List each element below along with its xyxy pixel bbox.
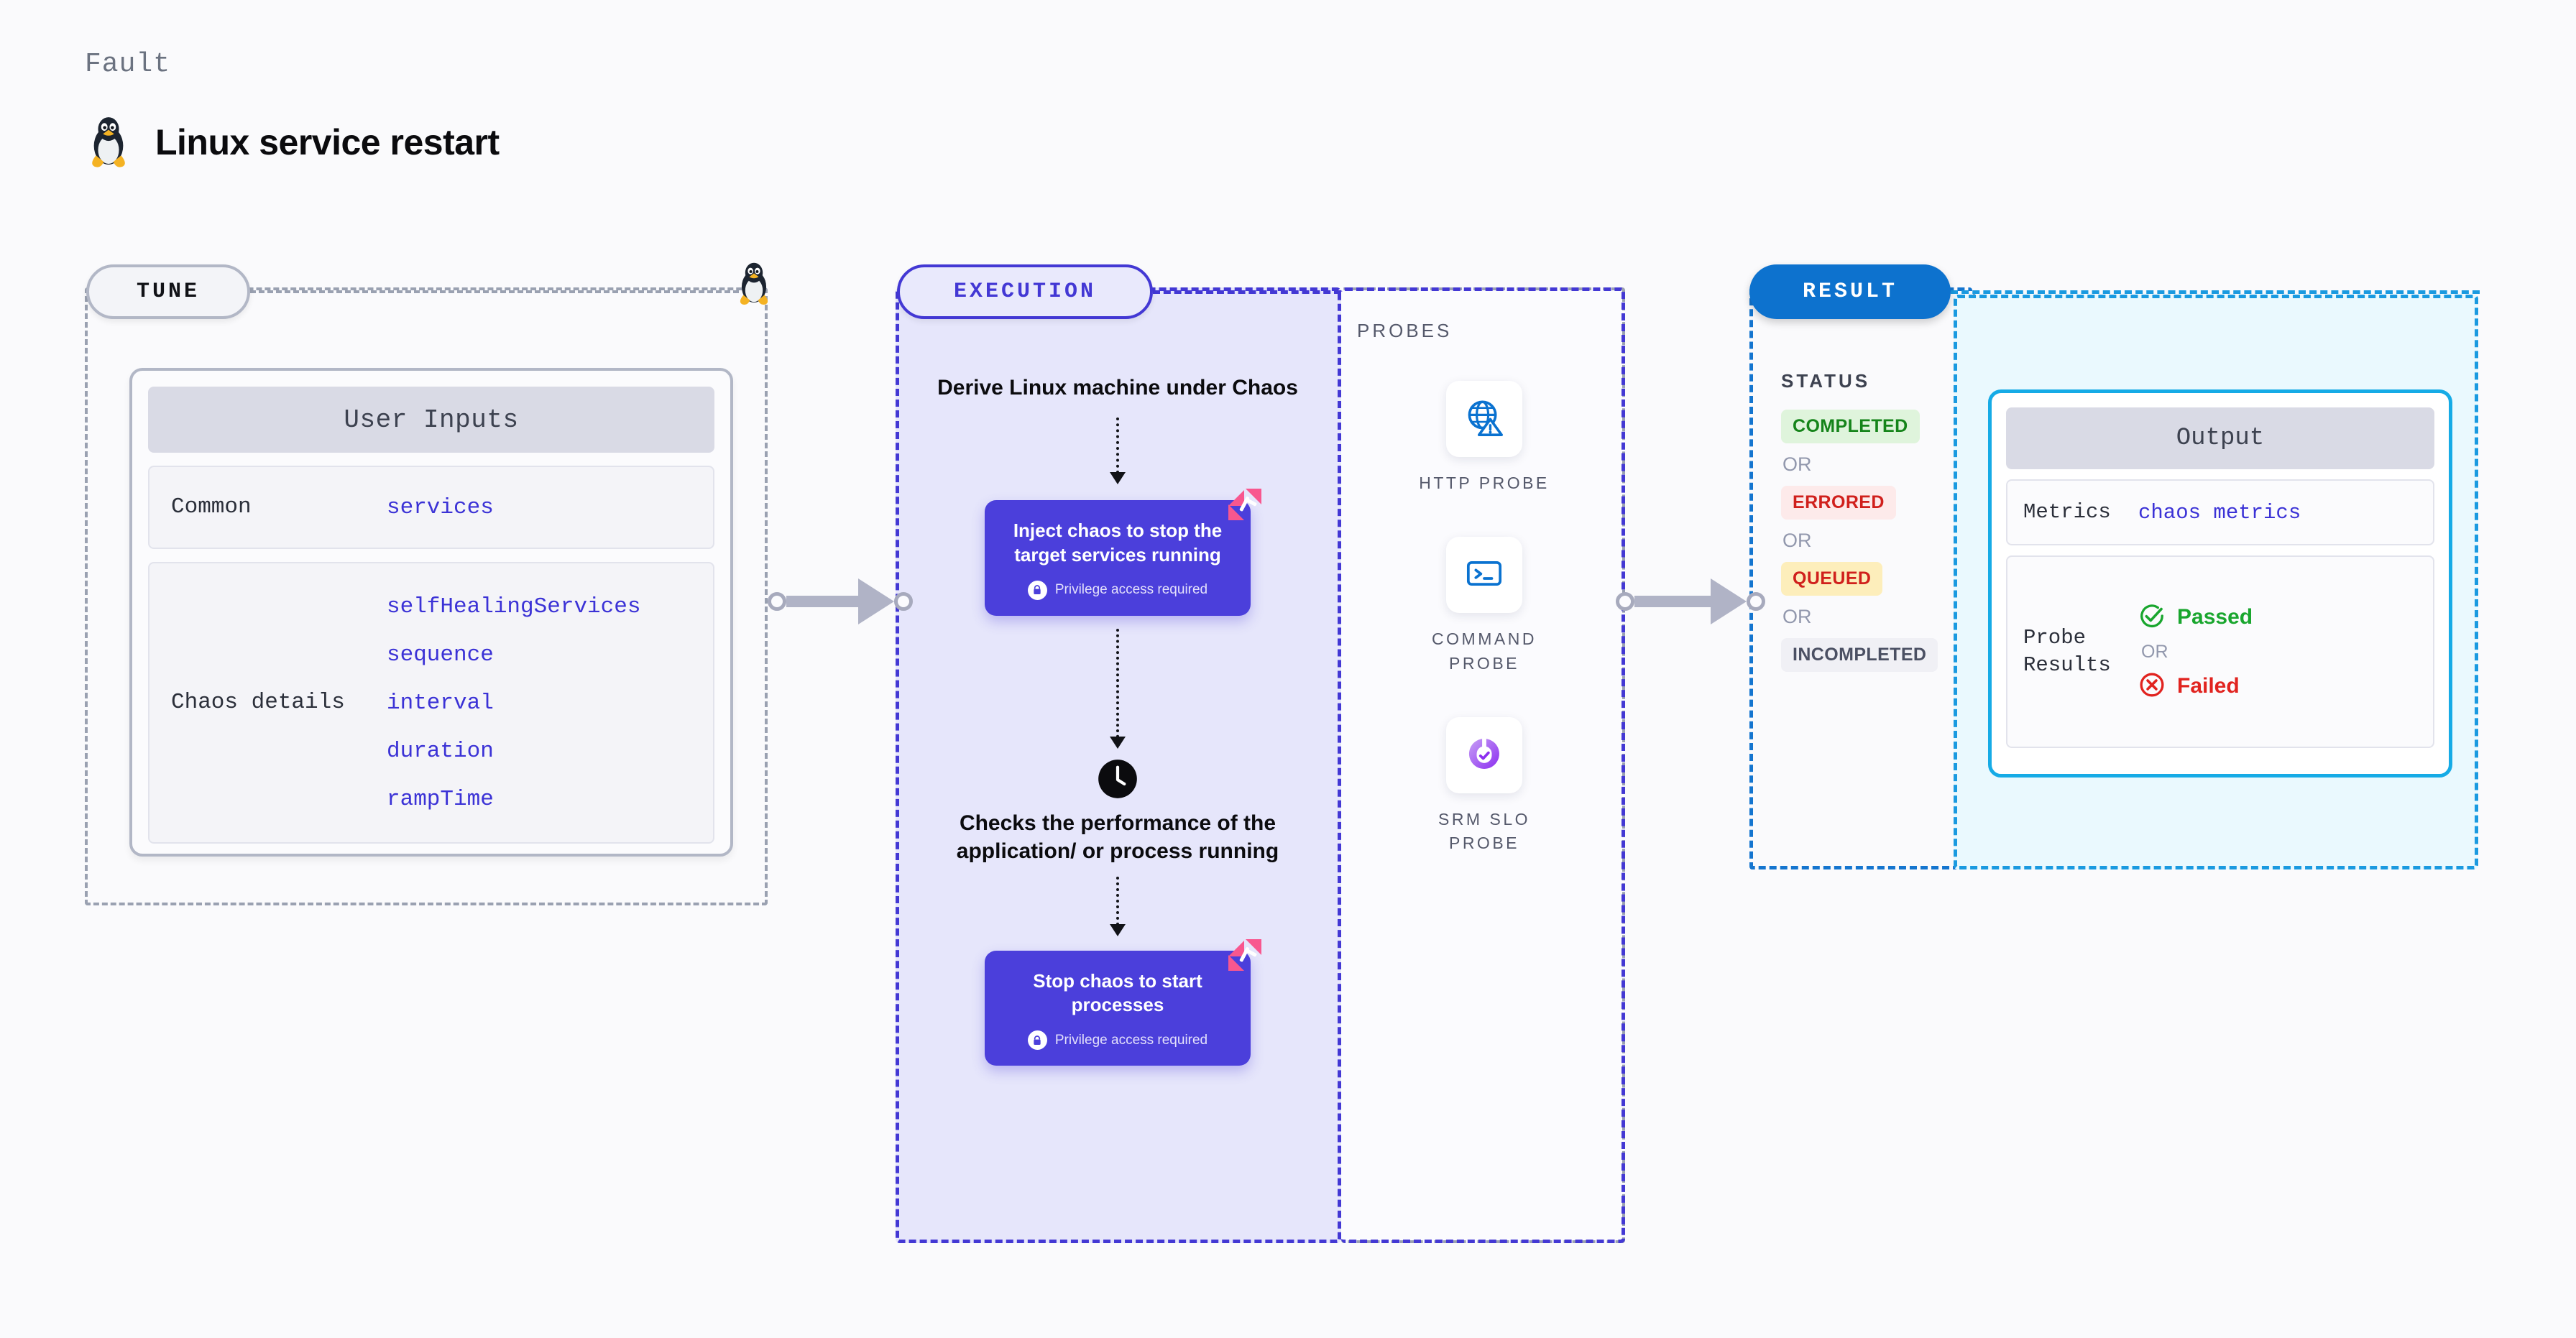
probe-item-http[interactable]: HTTP PROBE <box>1419 381 1550 495</box>
page-title: Linux service restart <box>155 122 500 162</box>
output-row-metrics: Metrics chaos metrics <box>2006 479 2434 545</box>
execution-node-subtitle: Privilege access required <box>1000 1030 1235 1051</box>
lock-icon <box>1027 1030 1047 1051</box>
lock-icon <box>1027 580 1047 600</box>
output-title: Output <box>2006 407 2434 469</box>
tune-value-selfhealingservices[interactable]: selfHealingServices <box>387 594 641 619</box>
tune-row-values: selfHealingServices sequence interval du… <box>387 594 640 812</box>
harness-logo-icon <box>1227 487 1263 523</box>
execution-node-title: Inject chaos to stop the target services… <box>1013 520 1223 566</box>
flow-arrow-tip <box>1110 472 1126 484</box>
arrow-tune-to-execution <box>768 578 913 624</box>
flow-arrow <box>1110 628 1126 749</box>
tune-value-sequence[interactable]: sequence <box>387 642 494 668</box>
globe-alert-icon <box>1463 397 1505 442</box>
privilege-text: Privilege access required <box>1054 582 1208 598</box>
tune-leader-line <box>250 290 739 293</box>
page-title-row: Linux service restart <box>86 115 500 170</box>
status-badge-incompleted: INCOMPLETED <box>1781 638 1938 672</box>
probe-verdict-failed: Failed <box>2138 671 2253 702</box>
status-or-label: OR <box>1782 453 1812 475</box>
verdict-or-label: OR <box>2141 641 2168 662</box>
probe-tile <box>1446 717 1522 794</box>
probe-verdicts: Passed OR Failed <box>2138 602 2253 702</box>
connector-end-dot <box>1747 592 1765 611</box>
status-label: STATUS <box>1781 370 1871 392</box>
output-row-key: Metrics <box>2023 500 2111 525</box>
probes-list: HTTP PROBE COMMAND PROBE <box>1402 381 1567 856</box>
probe-tile <box>1445 381 1522 457</box>
status-or-label: OR <box>1782 530 1812 551</box>
flow-arrow-line <box>1116 417 1119 474</box>
flow-arrow <box>1110 417 1126 484</box>
flow-arrow-tip <box>1110 923 1126 936</box>
arrow-probes-to-result <box>1616 578 1765 624</box>
user-inputs-card: User Inputs Common services Chaos detail… <box>129 368 733 857</box>
probes-label: PROBES <box>1357 320 1453 341</box>
connector-start-dot <box>768 592 786 611</box>
execution-node-title: Stop chaos to start processes <box>1033 969 1202 1016</box>
status-badge-queued: QUEUED <box>1781 562 1883 596</box>
tune-value-interval[interactable]: interval <box>387 690 494 716</box>
privilege-text: Privilege access required <box>1054 1032 1208 1048</box>
flow-arrow-line <box>1116 876 1119 926</box>
status-badge-completed: COMPLETED <box>1781 410 1920 443</box>
execution-section-badge[interactable]: EXECUTION <box>897 264 1153 319</box>
execution-flow: Derive Linux machine under Chaos Inject … <box>927 374 1308 1066</box>
connector-start-dot <box>1616 592 1634 611</box>
execution-step-derive: Derive Linux machine under Chaos <box>937 376 1298 400</box>
flow-arrow-line <box>1116 628 1119 738</box>
connector-arrowhead <box>1711 578 1747 624</box>
probe-label: SRM SLO PROBE <box>1438 810 1531 853</box>
output-row-key: Probe Results <box>2023 626 2111 677</box>
output-card: Output Metrics chaos metrics Probe Resul… <box>1988 389 2452 778</box>
tune-section-frame <box>85 287 768 905</box>
connector-shaft <box>786 596 858 607</box>
probe-tile <box>1446 537 1522 614</box>
slo-donut-check-icon <box>1464 734 1504 778</box>
execution-node-subtitle: Privilege access required <box>1000 580 1235 600</box>
failed-label: Failed <box>2177 674 2240 698</box>
probe-label: COMMAND PROBE <box>1432 629 1537 673</box>
check-circle-icon <box>2138 602 2166 633</box>
tune-row-common: Common services <box>148 466 714 549</box>
clock-icon <box>1098 759 1138 799</box>
terminal-icon <box>1464 553 1504 597</box>
result-section-badge[interactable]: RESULT <box>1749 264 1951 319</box>
status-badge-errored: ERRORED <box>1781 486 1896 520</box>
probe-item-srm-slo[interactable]: SRM SLO PROBE <box>1402 717 1567 856</box>
tune-row-key: Common <box>171 494 252 520</box>
flow-arrow <box>1110 876 1126 936</box>
execution-step-checks: Checks the performance of the applicatio… <box>956 811 1279 863</box>
linux-tux-marker-icon <box>735 260 773 308</box>
x-circle-icon <box>2138 671 2166 702</box>
tune-value-ramptime[interactable]: rampTime <box>387 786 494 812</box>
connector-end-dot <box>894 592 913 611</box>
probe-item-command[interactable]: COMMAND PROBE <box>1402 537 1567 675</box>
result-leader-line <box>1951 290 2480 294</box>
output-value-chaos-metrics[interactable]: chaos metrics <box>2138 500 2301 525</box>
harness-logo-icon <box>1227 938 1263 974</box>
user-inputs-title: User Inputs <box>148 387 714 453</box>
tune-value-duration[interactable]: duration <box>387 738 494 764</box>
tune-value-services[interactable]: services <box>387 494 494 520</box>
tune-row-chaos-details: Chaos details selfHealingServices sequen… <box>148 562 714 844</box>
probe-verdict-passed: Passed <box>2138 602 2253 633</box>
execution-leader-line <box>1153 290 1341 294</box>
passed-label: Passed <box>2177 605 2253 629</box>
status-or-label: OR <box>1782 606 1812 627</box>
output-row-probe-results: Probe Results Passed OR <box>2006 555 2434 748</box>
flow-arrow-tip <box>1110 736 1126 749</box>
execution-node-stop-chaos[interactable]: Stop chaos to start processes Privilege … <box>985 938 1261 1066</box>
tune-row-values: services <box>387 495 494 520</box>
probe-label: HTTP PROBE <box>1419 474 1550 492</box>
status-list: COMPLETED OR ERRORED OR QUEUED OR INCOMP… <box>1781 410 1961 672</box>
linux-tux-icon <box>86 115 131 170</box>
execution-node-inject-chaos[interactable]: Inject chaos to stop the target services… <box>985 489 1261 616</box>
connector-arrowhead <box>858 578 894 624</box>
page-eyebrow: Fault <box>85 49 171 80</box>
tune-row-key: Chaos details <box>171 689 345 715</box>
tune-section-badge[interactable]: TUNE <box>86 264 250 319</box>
connector-shaft <box>1634 596 1711 607</box>
